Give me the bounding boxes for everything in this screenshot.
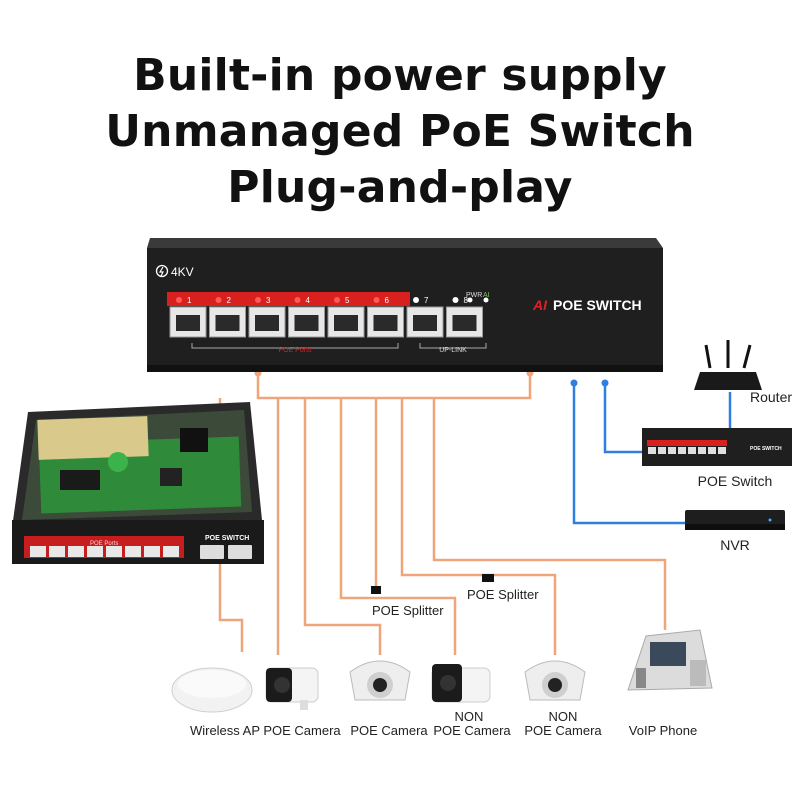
router-label: Router	[750, 389, 792, 405]
device-label-non-poe-camera-1: POE Camera	[433, 723, 511, 738]
port-number-label: 4	[306, 296, 311, 305]
device-label-voip-phone: VoIP Phone	[629, 723, 697, 738]
board-port	[87, 546, 103, 557]
port-led	[334, 297, 340, 303]
device-label-non-poe-camera-2: POE Camera	[524, 723, 602, 738]
port-number-label: 2	[227, 296, 232, 305]
status-led	[483, 297, 489, 303]
headline-line-2: Unmanaged PoE Switch	[105, 106, 695, 157]
board-port	[144, 546, 160, 557]
port-number-label: 5	[345, 296, 350, 305]
board-port	[125, 546, 141, 557]
nvr-icon	[685, 510, 785, 530]
device-label-non-2: NON	[549, 709, 578, 724]
lightning-protection-icon	[155, 264, 169, 278]
port-led	[413, 297, 419, 303]
uplink-cables	[572, 383, 732, 525]
ethernet-port-socket	[373, 315, 398, 331]
poe-port-strip	[167, 292, 410, 306]
mini-switch-port	[698, 447, 706, 454]
board-port	[68, 546, 84, 557]
port-number-label: 1	[187, 296, 192, 305]
splitter-1-box	[371, 586, 381, 594]
secondary-poe-switch: POE SWITCH	[642, 428, 792, 466]
ethernet-port-socket	[413, 315, 437, 331]
switch-internal-board: POE Ports POE SWITCH	[12, 402, 264, 564]
board-port	[163, 546, 179, 557]
splitter-2-box	[482, 574, 494, 582]
main-poe-switch: 4KV 1 2 3 4 5 6 7 8 PWR AI POE Ports UP-LINK AI…	[147, 238, 663, 372]
device-label-wireless-ap: Wireless AP	[190, 723, 260, 738]
status-led	[467, 297, 473, 303]
ai-led-label: AI	[483, 292, 490, 299]
router-icon	[694, 340, 762, 390]
brand-name: POE SWITCH	[553, 297, 642, 313]
board-port	[30, 546, 46, 557]
headline-line-3: Plug-and-play	[227, 162, 573, 213]
board-poe-ports-label: POE Ports	[90, 541, 118, 547]
port-led	[373, 297, 380, 303]
mini-switch-brand: POE SWITCH	[750, 446, 782, 452]
splitter-label-1: POE Splitter	[372, 603, 444, 618]
ethernet-port-socket	[294, 315, 319, 331]
ethernet-port-socket	[334, 315, 358, 331]
device-label-non-1: NON	[455, 709, 484, 724]
board-brand: POE SWITCH	[205, 535, 249, 542]
port-number-label: 6	[385, 296, 390, 305]
poe-camera-bullet-icon	[265, 667, 319, 710]
device-label-poe-camera-1: POE Camera	[263, 723, 341, 738]
headline-line-1: Built-in power supply	[133, 50, 667, 101]
mini-switch-port	[668, 447, 676, 454]
port-number-label: 7	[424, 296, 429, 305]
mini-switch-port	[678, 447, 686, 454]
ethernet-port-socket	[176, 315, 200, 331]
port-number-label: 3	[266, 296, 271, 305]
ethernet-port-socket	[452, 315, 477, 331]
mini-switch-port	[688, 447, 696, 454]
port-led	[452, 297, 459, 303]
mini-switch-port	[718, 447, 726, 454]
poe-ports-group-label: POE Ports	[278, 347, 312, 354]
non-poe-camera-bullet-icon	[431, 664, 491, 703]
port-led	[215, 297, 222, 303]
mini-switch-port	[658, 447, 666, 454]
poe-switch-label: POE Switch	[698, 473, 773, 489]
ethernet-port-socket	[215, 315, 240, 331]
mini-switch-port	[648, 447, 656, 454]
non-poe-camera-dome-icon	[524, 660, 586, 701]
board-port	[49, 546, 65, 557]
board-port	[106, 546, 122, 557]
pwr-led-label: PWR	[466, 292, 482, 299]
mini-switch-port	[708, 447, 716, 454]
wireless-ap-icon	[171, 667, 253, 713]
ethernet-port-socket	[255, 315, 279, 331]
port-led	[176, 297, 182, 303]
port-led	[294, 297, 301, 303]
protection-rating: 4KV	[171, 265, 194, 279]
poe-camera-dome-icon	[349, 660, 411, 701]
device-label-poe-camera-2: POE Camera	[350, 723, 428, 738]
port-number-label: 8	[464, 296, 469, 305]
uplink-group-label: UP-LINK	[439, 347, 467, 354]
port-led	[255, 297, 261, 303]
voip-phone-icon	[627, 629, 713, 691]
nvr-label: NVR	[720, 537, 750, 553]
brand-ai: AI	[532, 297, 548, 313]
splitter-label-2: POE Splitter	[467, 587, 539, 602]
